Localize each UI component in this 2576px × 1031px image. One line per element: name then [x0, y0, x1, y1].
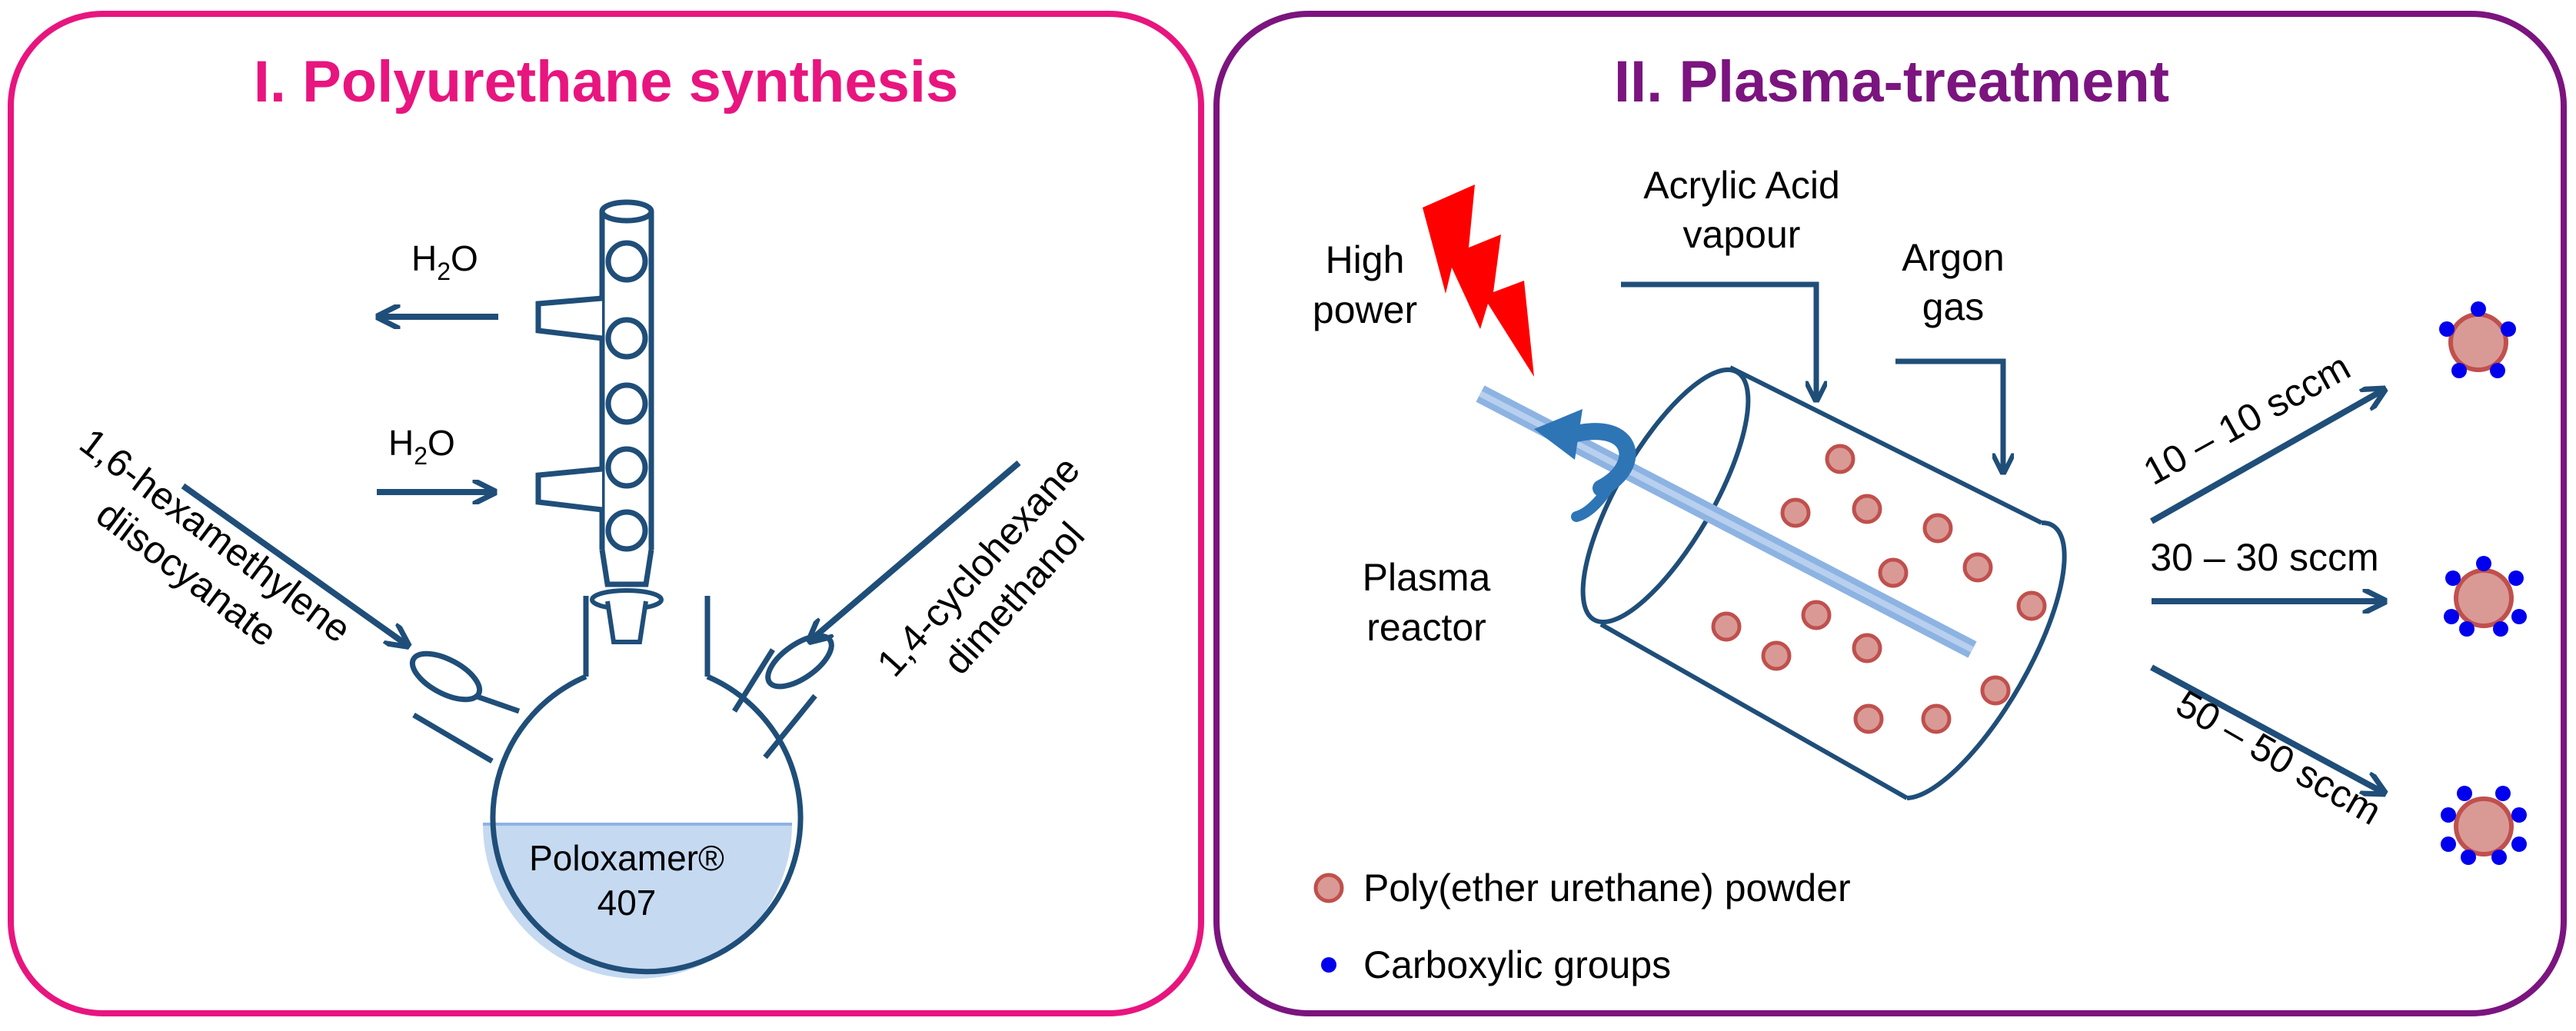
output-arrow-50	[2150, 664, 2382, 792]
acrylic-acid-line2: vapour	[1683, 213, 1801, 256]
output-arrow-10	[2150, 391, 2382, 524]
powder-particle	[1825, 444, 1855, 474]
powder-particle	[1922, 513, 1953, 544]
powder-particle	[1852, 494, 1882, 524]
powder-particle	[1761, 640, 1792, 671]
argon-line1: Argon	[1902, 236, 2004, 279]
powder-particle	[2016, 590, 2047, 621]
powder-particle	[1853, 703, 1884, 734]
powder-particle	[1962, 552, 1993, 583]
legend-powder-label: Poly(ether urethane) powder	[1363, 866, 1851, 910]
water-label-bottom: H2O	[388, 423, 455, 470]
powder-particle	[1711, 611, 1742, 642]
high-power-line2: power	[1313, 288, 1417, 331]
argon-feed-arrow	[1895, 358, 2003, 471]
reactor-particles	[1711, 444, 2047, 734]
high-power-line1: High	[1326, 238, 1405, 281]
panel2-title: II. Plasma-treatment	[1614, 49, 2169, 115]
flask-label-line2: 407	[597, 883, 657, 923]
legend-carboxyl-icon	[1321, 957, 1336, 973]
panel1-title: I. Polyurethane synthesis	[254, 49, 959, 115]
panel-plasma-treatment	[1213, 11, 2567, 1016]
rotation-arrow-icon	[1534, 409, 1636, 522]
functionalized-particle-30	[2444, 556, 2527, 637]
reagent-left-arrow	[181, 483, 406, 644]
round-bottom-flask	[409, 588, 834, 979]
powder-particle	[1801, 600, 1832, 630]
lightning-bolt-icon	[1423, 185, 1534, 377]
panel-polyurethane-synthesis	[8, 11, 1204, 1016]
acrylic-acid-line1: Acrylic Acid	[1643, 164, 1840, 207]
powder-particle	[1980, 675, 2011, 706]
functionalized-particle-10	[2439, 301, 2516, 378]
reagent-right-arrow	[811, 460, 1021, 640]
plasma-reactor-line2: reactor	[1366, 606, 1486, 649]
powder-particle	[1780, 497, 1811, 528]
functionalized-particle-50	[2441, 786, 2527, 865]
plasma-reactor-line1: Plasma	[1363, 556, 1491, 599]
acrylic-feed-arrow	[1621, 281, 1816, 398]
water-label-top: H2O	[411, 238, 478, 285]
flask-label-line1: Poloxamer®	[529, 838, 724, 878]
flow-label-30: 30 – 30 sccm	[2150, 536, 2378, 579]
legend-carboxyl-label: Carboxylic groups	[1363, 943, 1671, 986]
powder-particle	[1921, 703, 1952, 734]
powder-particle	[1852, 633, 1882, 663]
powder-particle	[1878, 557, 1909, 588]
legend-powder-icon	[1313, 873, 1344, 903]
argon-line2: gas	[1922, 285, 1985, 328]
condenser-column	[535, 199, 654, 587]
